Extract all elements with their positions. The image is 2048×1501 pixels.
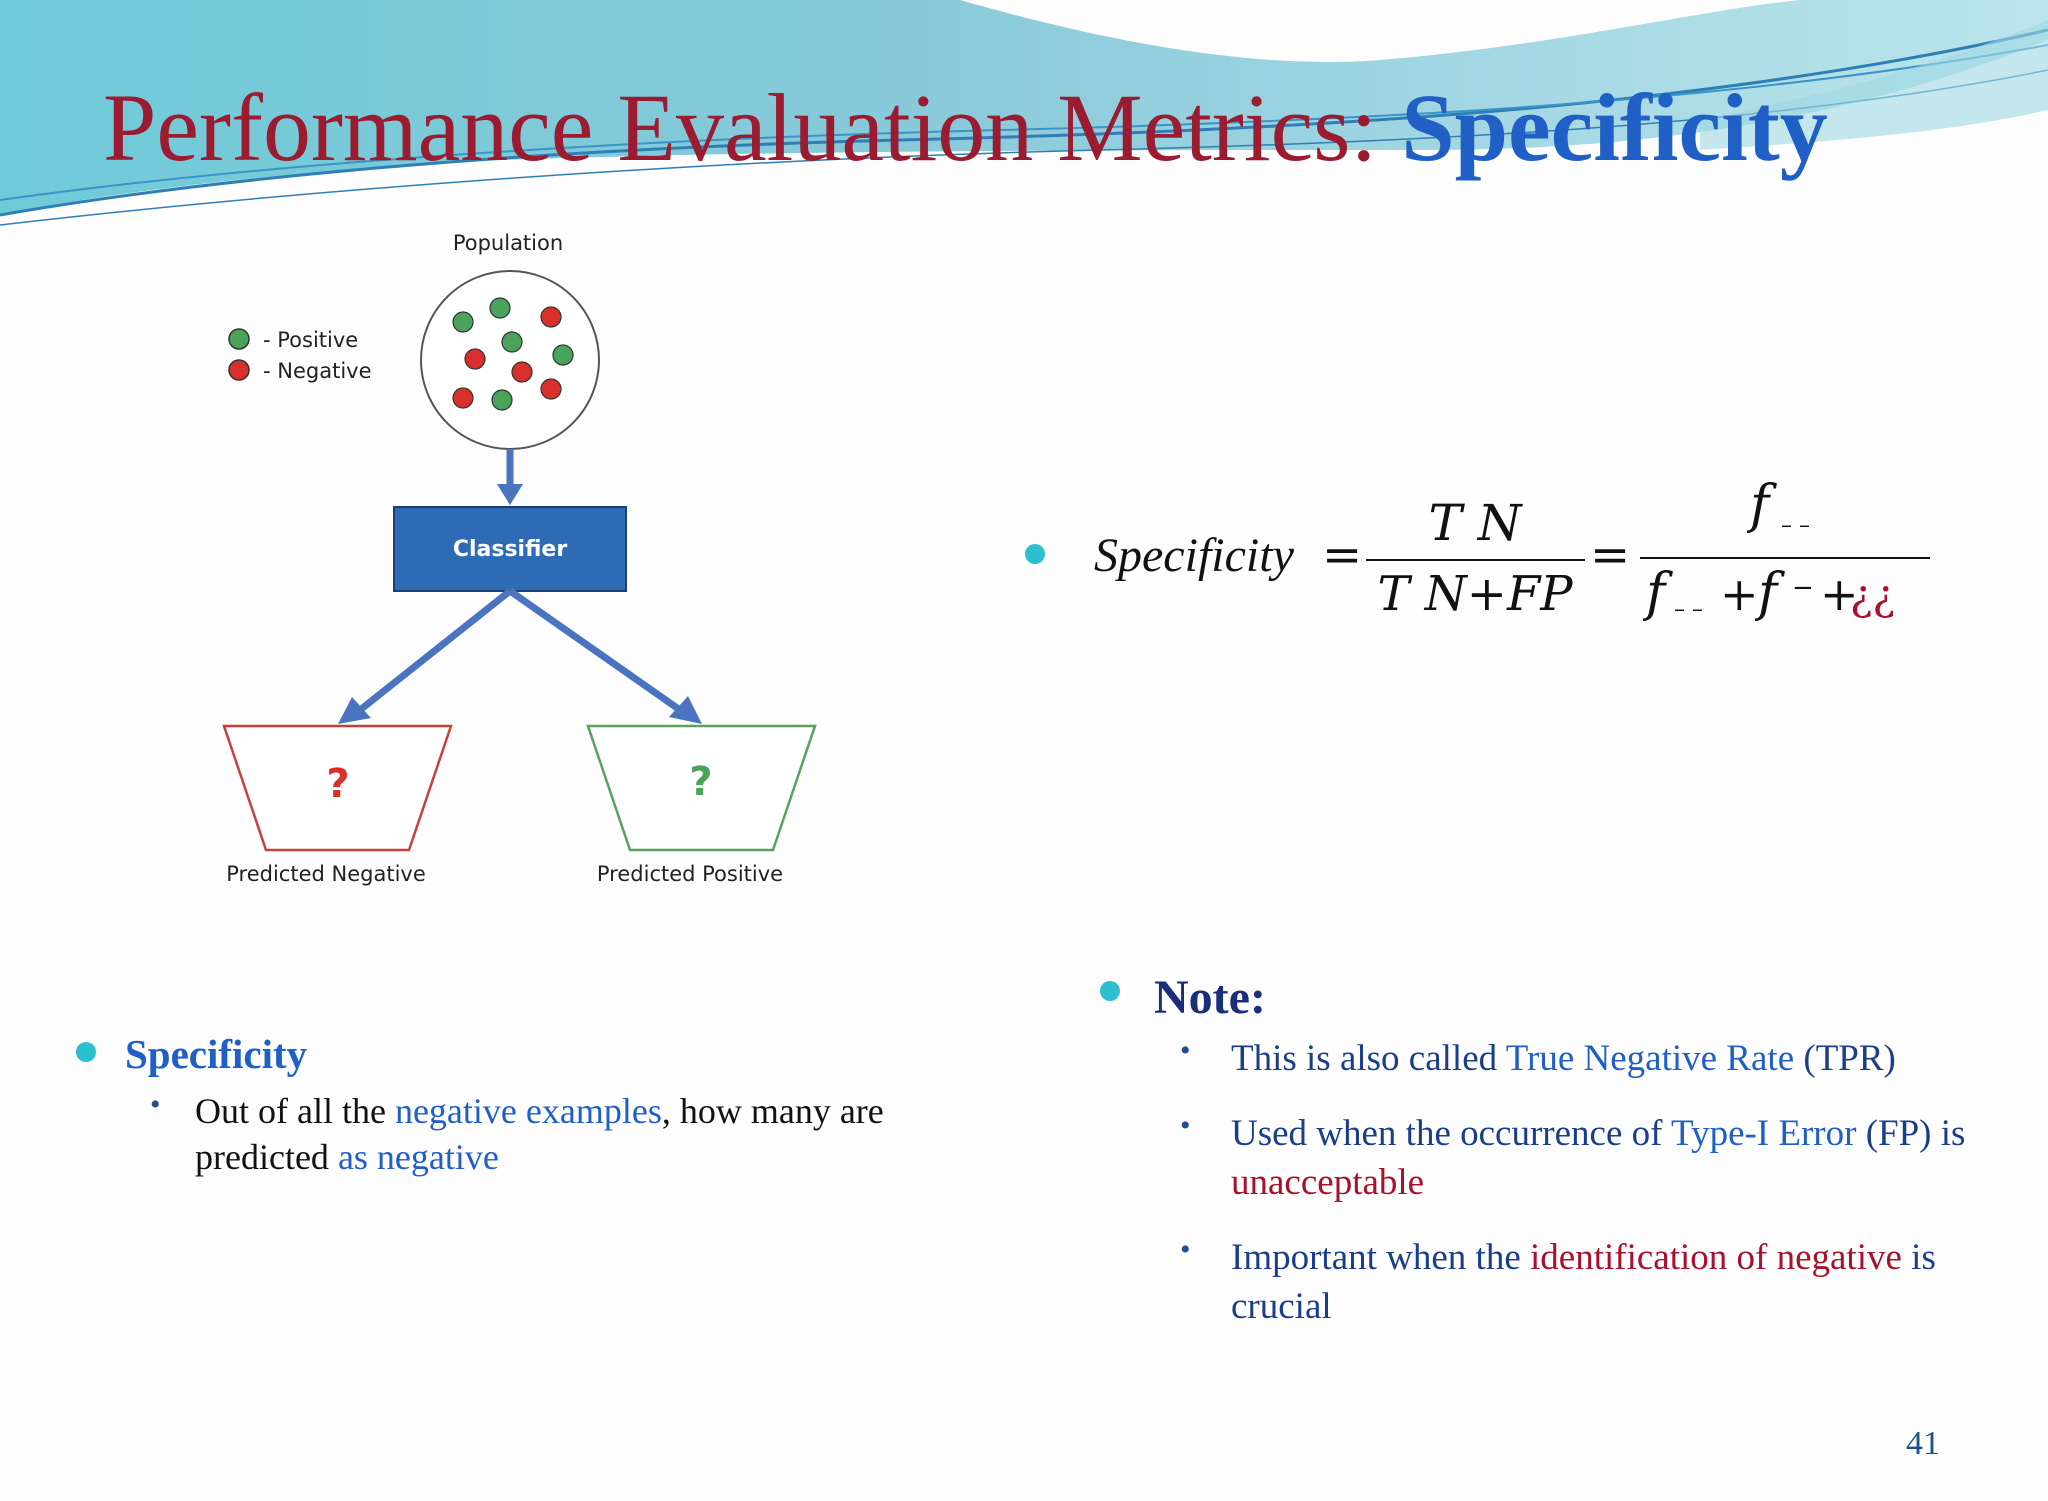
formula-den-1: T N+FP: [1377, 566, 1573, 622]
formula-den-2-glyphs: ¿¿: [1850, 571, 1895, 620]
arrowhead-icon: [497, 484, 523, 505]
note-item-3: Important when the identification of neg…: [1231, 1233, 1991, 1331]
population-positive-dot: [453, 312, 473, 332]
sub-bullet: •: [150, 1088, 161, 1122]
formula-lhs: Specificity: [1094, 529, 1295, 582]
note-text-part: (TPR): [1794, 1038, 1896, 1079]
population-positive-dot: [553, 345, 573, 365]
population-positive-dot: [492, 390, 512, 410]
formula-num-2: f: [1746, 475, 1777, 535]
formula-eq-1: =: [1322, 527, 1362, 583]
note-item-2: Used when the occurrence of Type-I Error…: [1231, 1109, 1991, 1207]
type-i-error-highlight: Type-I Error: [1671, 1113, 1856, 1154]
formula-eq-2: =: [1590, 527, 1630, 583]
specificity-formula: Specificity = T N T N+FP = f – – f – – +…: [1080, 470, 2040, 650]
population-negative-dot: [541, 379, 561, 399]
population-label: Population: [453, 231, 563, 255]
formula-num-2-sub: – –: [1781, 513, 1810, 538]
population-negative-dot: [512, 362, 532, 382]
population-negative-dot: [541, 307, 561, 327]
legend-negative-label: - Negative: [263, 359, 372, 383]
legend-positive-label: - Positive: [263, 328, 358, 352]
identification-highlight: identification of negative: [1530, 1237, 1902, 1278]
sub-bullet: •: [1180, 1109, 1191, 1143]
note-item-1: This is also called True Negative Rate (…: [1231, 1034, 2021, 1083]
positive-bucket-label: Predicted Positive: [597, 862, 783, 886]
formula-bullet: [1025, 544, 1045, 564]
negative-bucket-label: Predicted Negative: [226, 862, 426, 886]
arrow-to-positive: [510, 591, 680, 710]
negative-examples-highlight: negative examples: [395, 1091, 662, 1131]
note-text-part: (FP) is: [1856, 1113, 1965, 1154]
specificity-text-part: Out of all the: [195, 1091, 395, 1131]
formula-num-1: T N: [1429, 494, 1524, 552]
formula-den-2-b: f: [1754, 563, 1785, 623]
note-text-part: Used when the occurrence of: [1231, 1113, 1671, 1154]
formula-den-2-a-sub: – –: [1674, 597, 1703, 622]
formula-den-2-plus: +: [1720, 567, 1759, 621]
specificity-bullet: [76, 1042, 96, 1062]
population-negative-dot: [453, 388, 473, 408]
note-text-part: Important when the: [1231, 1237, 1530, 1278]
population-negative-dot: [465, 349, 485, 369]
note-bullet: [1100, 981, 1120, 1001]
classifier-label: Classifier: [453, 537, 567, 562]
sub-bullet: •: [1180, 1034, 1191, 1068]
legend-positive-dot: [229, 329, 249, 349]
as-negative-highlight: as negative: [338, 1137, 499, 1177]
specificity-heading: Specificity: [125, 1030, 307, 1078]
positive-bucket-mark: ?: [689, 759, 712, 805]
specificity-definition: Out of all the negative examples, how ma…: [195, 1088, 955, 1180]
legend-negative-dot: [229, 360, 249, 380]
arrow-to-negative: [360, 591, 510, 710]
sub-bullet: •: [1180, 1233, 1191, 1267]
population-positive-dot: [502, 332, 522, 352]
negative-bucket-mark: ?: [326, 761, 349, 807]
formula-den-2-b-sub: −: [1792, 573, 1814, 603]
unacceptable-highlight: unacceptable: [1231, 1162, 1424, 1203]
note-text-part: This is also called: [1231, 1038, 1506, 1079]
true-negative-rate-highlight: True Negative Rate: [1506, 1038, 1794, 1079]
page-number: 41: [1906, 1425, 1940, 1463]
note-heading: Note:: [1154, 970, 1266, 1025]
formula-den-2-a: f: [1642, 563, 1673, 623]
population-positive-dot: [490, 298, 510, 318]
